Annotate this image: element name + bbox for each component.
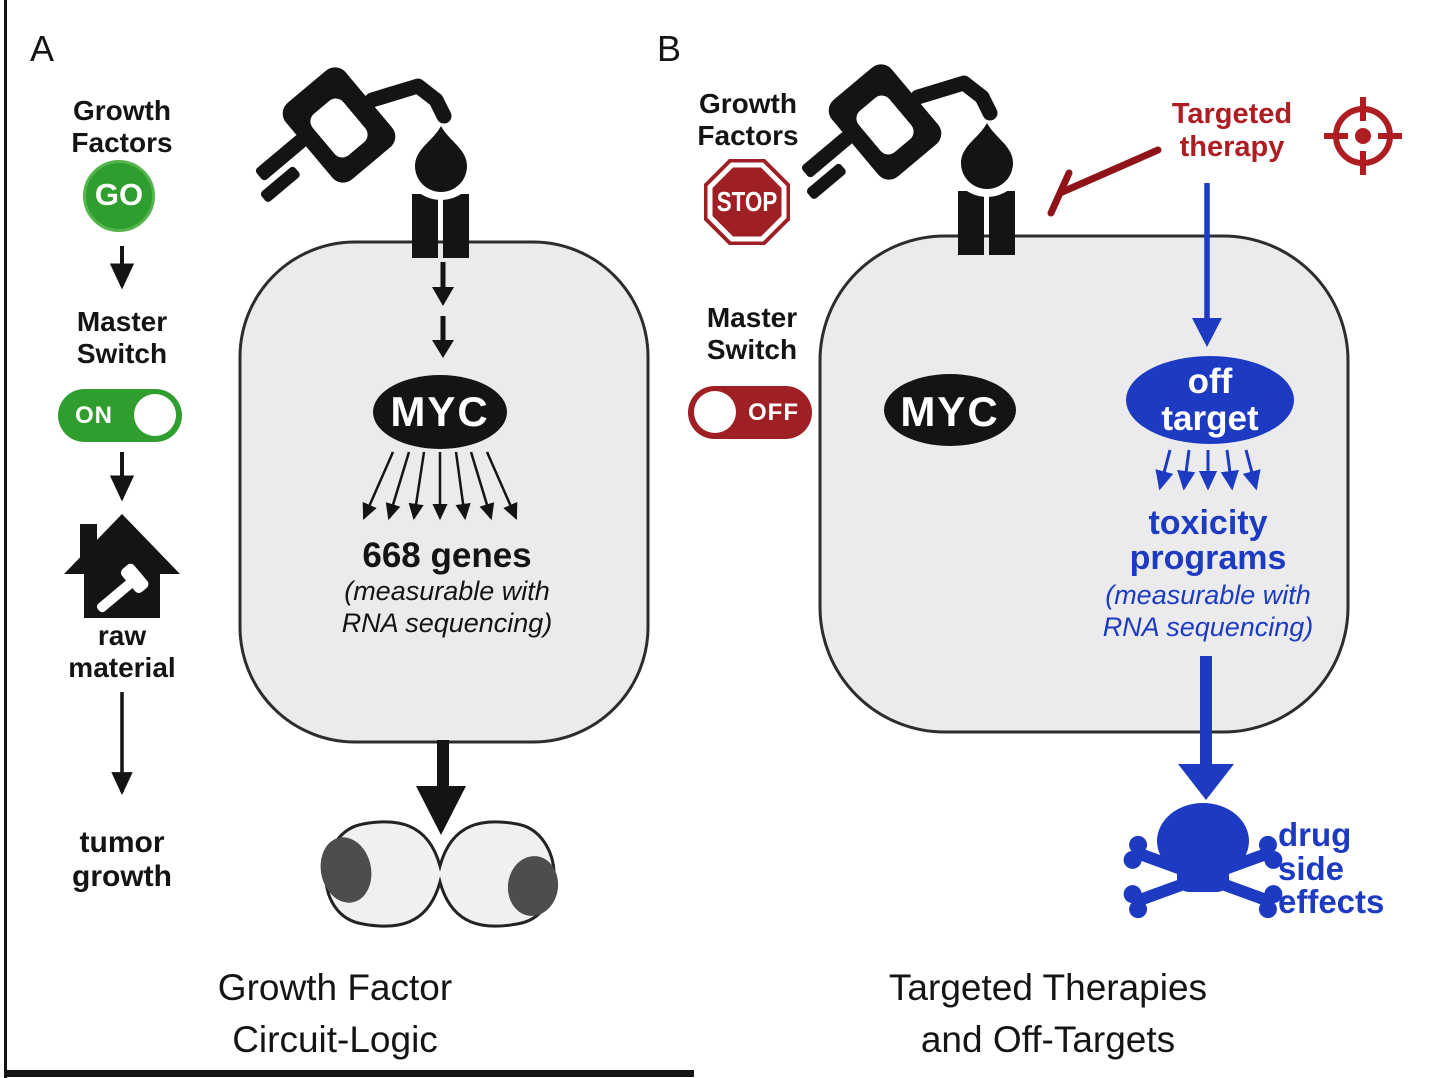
- toggle-on-text: ON: [75, 402, 113, 429]
- myc-ellipse-a: [373, 375, 507, 449]
- growth-arrow-a: [416, 740, 466, 835]
- toggle-knob: [694, 391, 736, 433]
- off-target-label: off target: [1161, 362, 1259, 438]
- go-badge: GO: [83, 160, 155, 232]
- panel-b-label: B: [657, 28, 682, 69]
- master-switch-toggle-on: ON: [58, 389, 182, 442]
- gene-fan-arrows-a: [362, 451, 518, 521]
- master-switch-label-a: Master Switch: [76, 306, 168, 369]
- skull-crossbones-icon: [1123, 803, 1283, 919]
- left-frame-line: [4, 0, 7, 1078]
- tumor-growth-label: tumor growth: [72, 826, 172, 893]
- targeted-therapy-label: Targeted therapy: [1171, 98, 1293, 164]
- therapy-arrow: [1192, 183, 1222, 347]
- panel-b-caption: Targeted Therapies and Off-Targets: [888, 967, 1208, 1060]
- myc-ellipse-b: [884, 374, 1016, 446]
- master-switch-label-b: Master Switch: [706, 302, 798, 365]
- dividing-cell-icon: [320, 820, 559, 928]
- toxicity-fan-arrows: [1155, 449, 1261, 491]
- crosshair-center-dot: [1355, 128, 1371, 144]
- droplet-icon: [414, 126, 467, 193]
- inhibitor-tbar-icon: [1047, 146, 1162, 217]
- receptor-icon: [412, 194, 469, 258]
- toggle-knob: [134, 394, 176, 436]
- myc-label-b: MYC: [900, 388, 1000, 435]
- factory-house-icon: [64, 514, 180, 618]
- nucleus-right: [507, 856, 559, 916]
- genes-count-label: 668 genes: [362, 536, 532, 575]
- panel-a-caption: Growth Factor Circuit-Logic: [217, 967, 453, 1060]
- bottom-frame-line: [4, 1070, 694, 1077]
- side-effect-arrow: [1178, 656, 1234, 800]
- raw-material-label: raw material: [68, 620, 176, 683]
- crosshair-icon: [1324, 97, 1402, 175]
- stop-badge-text: STOP: [716, 186, 778, 217]
- stop-sign-icon: [704, 159, 790, 245]
- nucleus-left: [320, 837, 372, 903]
- toxicity-label: toxicity programs: [1129, 504, 1287, 578]
- cell-membrane-b: [818, 234, 1350, 734]
- growth-factors-label-b: Growth Factors: [697, 88, 799, 151]
- signal-dashed-arrow: [432, 262, 454, 358]
- off-target-ellipse: [1126, 356, 1294, 444]
- toxicity-note-label: (measurable with RNA sequencing): [1102, 580, 1314, 642]
- panel-a-label: A: [30, 28, 55, 69]
- toggle-off-text: OFF: [748, 399, 799, 426]
- hammer-icon: [96, 563, 149, 613]
- master-switch-toggle-off: OFF: [688, 386, 812, 439]
- drug-side-effects-label: drug side effects: [1278, 816, 1385, 921]
- genes-note-label: (measurable with RNA sequencing): [341, 576, 553, 638]
- fuel-pump-icon: [255, 67, 478, 258]
- growth-factors-label-a: Growth Factors: [71, 95, 173, 158]
- myc-label-a: MYC: [390, 388, 490, 435]
- go-badge-text: GO: [94, 177, 144, 212]
